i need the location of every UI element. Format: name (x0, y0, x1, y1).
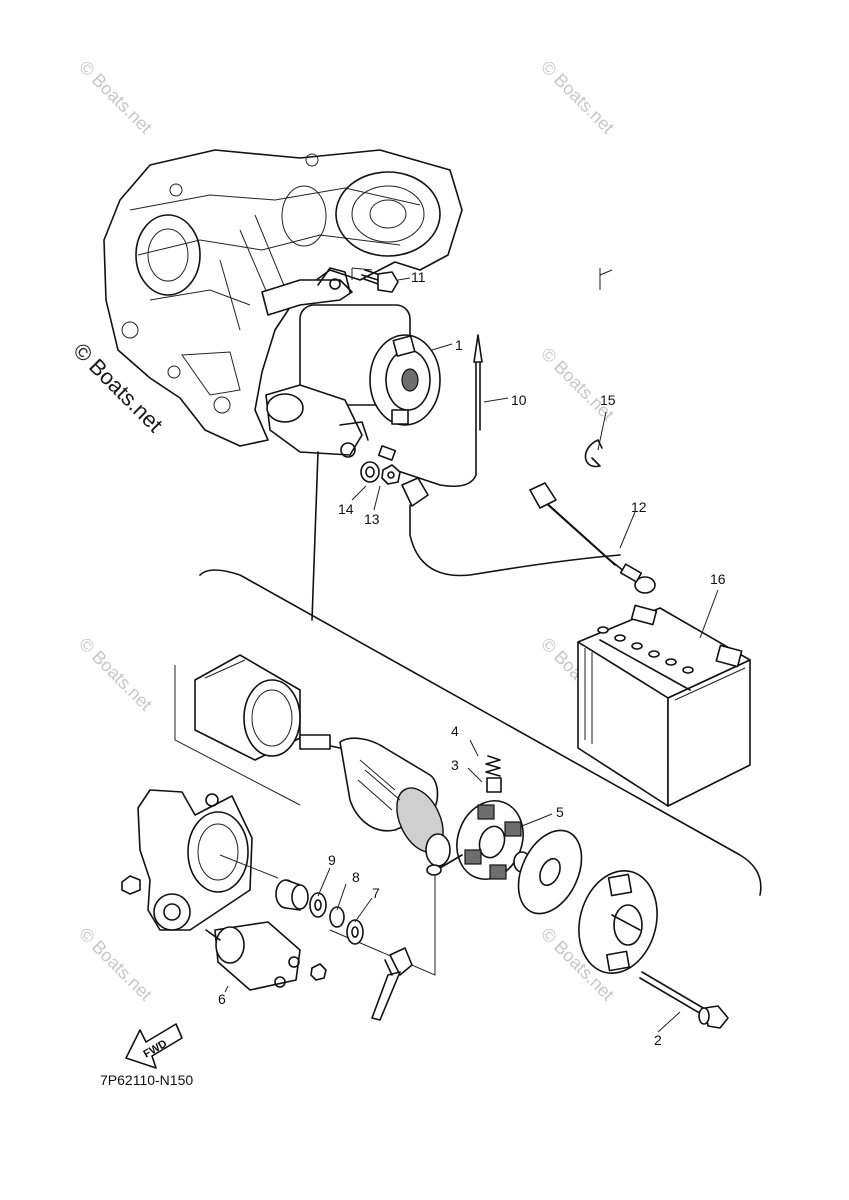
callout-14: 14 (338, 501, 354, 517)
nut (121, 875, 141, 895)
brush-3 (486, 777, 502, 793)
through-bolt-2 (639, 971, 729, 1029)
diagram-code: 7P62110-N150 (100, 1072, 193, 1088)
callout-1: 1 (455, 337, 463, 353)
leader-line (311, 451, 319, 621)
rear-cover (578, 870, 658, 974)
nut-13 (381, 464, 401, 485)
shift-lever (371, 947, 413, 1021)
callout-12: 12 (631, 499, 647, 515)
brush-holder-5 (426, 800, 524, 880)
watermark-main: © Boats.net (68, 338, 167, 437)
washer-14 (360, 461, 380, 483)
exploded-brace (199, 569, 762, 896)
clip-15 (584, 439, 603, 468)
battery-cable-12 (401, 477, 656, 594)
bushing (275, 879, 309, 911)
battery-16 (577, 604, 751, 807)
watermark: © Boats.net (75, 634, 156, 715)
fwd-direction-arrow: FWD (125, 1023, 183, 1069)
lead-wire-10 (377, 334, 483, 488)
callout-labels: 1 2 3 4 5 6 7 8 9 10 11 12 13 14 15 16 (218, 269, 726, 1048)
yoke (194, 654, 301, 761)
solenoid-6 (205, 921, 327, 991)
callout-5: 5 (556, 804, 564, 820)
circlip-8 (329, 906, 345, 928)
callout-8: 8 (352, 869, 360, 885)
spring-4 (485, 755, 501, 777)
watermark: © Boats.net (75, 924, 156, 1005)
exploded-frame (174, 665, 436, 976)
callout-10: 10 (511, 392, 527, 408)
bolt-11 (361, 269, 399, 293)
callout-4: 4 (451, 723, 459, 739)
callout-leaders (224, 277, 719, 1033)
front-cover (137, 789, 279, 931)
washer-7 (346, 919, 364, 945)
starter-motor-assembled (261, 267, 441, 458)
callout-6: 6 (218, 991, 226, 1007)
callout-3: 3 (451, 757, 459, 773)
watermark: © Boats.net (75, 57, 156, 138)
callout-2: 2 (654, 1032, 662, 1048)
callout-7: 7 (372, 885, 380, 901)
callout-16: 16 (710, 571, 726, 587)
watermark: © Boats.net (537, 57, 618, 138)
callout-15: 15 (600, 392, 616, 408)
armature (299, 734, 451, 867)
washer-9 (309, 892, 327, 918)
plate-washer (517, 829, 583, 915)
callout-13: 13 (364, 511, 380, 527)
callout-11: 11 (411, 269, 426, 285)
callout-9: 9 (328, 852, 336, 868)
engine-block (103, 149, 463, 447)
